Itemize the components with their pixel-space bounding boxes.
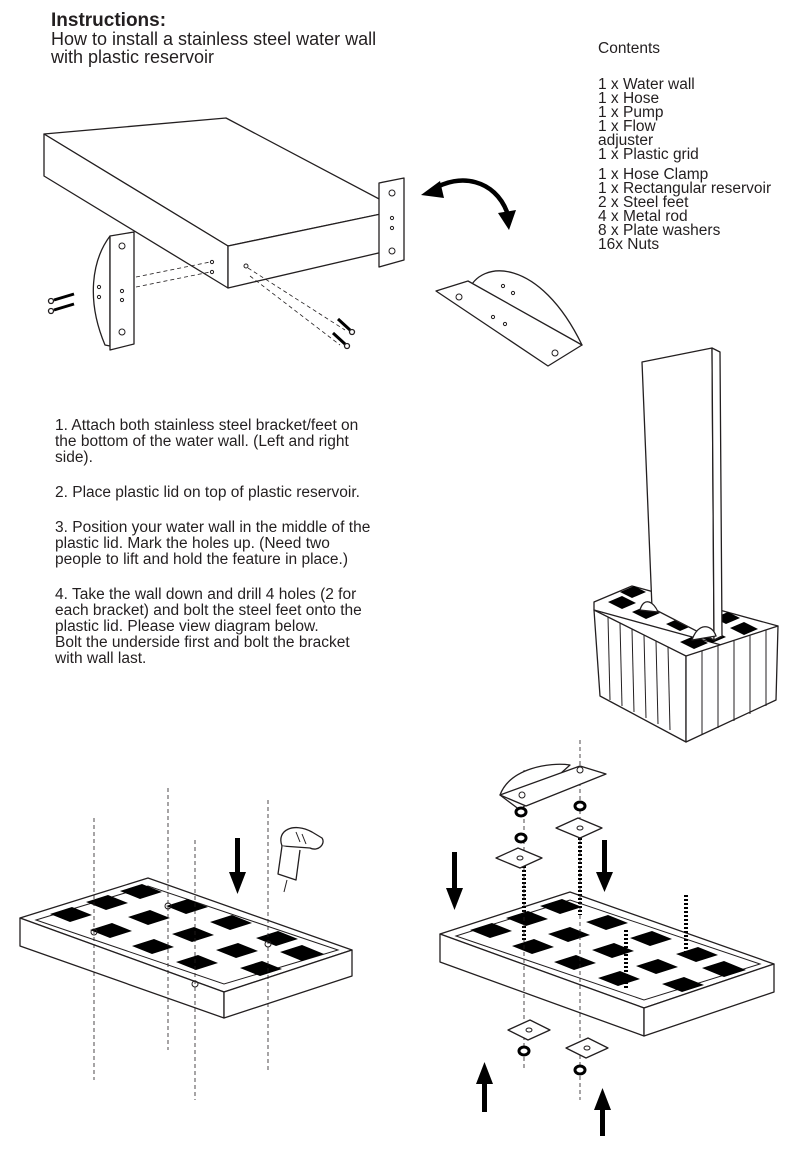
subtitle-line-2: with plastic reservoir: [51, 47, 215, 67]
list-item: 4 x Metal rod: [598, 208, 688, 225]
rotate-arrow-icon: [421, 178, 516, 230]
plastic-grid-lid: [19, 877, 353, 1019]
list-item: 1 x Hose Clamp: [598, 166, 709, 183]
list-item: adjuster: [598, 132, 654, 149]
list-item: 1 x Water wall: [598, 76, 695, 93]
step-3: 3. Position your water wall in the middl…: [55, 520, 415, 568]
page-title: Instructions:: [51, 10, 167, 31]
step-1: 1. Attach both stainless steel bracket/f…: [55, 418, 415, 466]
bolts-right: [331, 317, 356, 350]
step-2: 2. Place plastic lid on top of plastic r…: [55, 485, 415, 501]
bolting-exploded-illustration: [439, 740, 775, 1136]
contents-list-block: Contents 1 x Water wall 1 x Hose 1 x Pum…: [598, 40, 771, 252]
contents-heading: Contents: [598, 40, 661, 57]
step-line: 3. Position your water wall in the middl…: [55, 519, 371, 536]
down-arrow-icon: [596, 840, 613, 892]
down-arrow-icon: [446, 852, 463, 910]
up-arrow-icon: [476, 1062, 493, 1112]
list-item: 8 x Plate washers: [598, 222, 721, 239]
contents-group-1: 1 x Water wall 1 x Hose 1 x Pump 1 x Flo…: [598, 76, 771, 163]
contents-group-2: 1 x Hose Clamp 1 x Rectangular reservoir…: [598, 166, 772, 253]
water-wall-slab: [43, 117, 401, 289]
step-line: plastic lid. Mark the holes up. (Need tw…: [55, 535, 330, 552]
list-item: 1 x Rectangular reservoir: [598, 180, 772, 197]
bracket-flat: [435, 270, 583, 367]
bolts-left: [47, 292, 75, 315]
step-line: the bottom of the water wall. (Left and …: [55, 433, 349, 450]
bracket-left: [92, 231, 135, 351]
step-line: people to lift and hold the feature in p…: [55, 551, 348, 568]
plastic-grid-lid-2: [439, 891, 775, 1037]
title-block: Instructions: How to install a stainless…: [51, 10, 377, 67]
subtitle-line-1: How to install a stainless steel water w…: [51, 29, 377, 49]
list-item: 1 x Hose: [598, 90, 660, 107]
water-wall-panel: [639, 347, 723, 641]
step-line: 1. Attach both stainless steel bracket/f…: [55, 417, 359, 434]
step-line: Bolt the underside first and bolt the br…: [55, 634, 350, 651]
step-4: 4. Take the wall down and drill 4 holes …: [55, 587, 415, 667]
bracket-top: [499, 763, 607, 811]
grid-drilling-illustration: [19, 788, 353, 1100]
step-line: 4. Take the wall down and drill 4 holes …: [55, 586, 357, 603]
step-line: with wall last.: [55, 650, 147, 667]
list-item: 16x Nuts: [598, 236, 660, 253]
list-item: 1 x Plastic grid: [598, 146, 699, 163]
up-arrow-icon: [594, 1088, 611, 1136]
plate-washers-bottom: [507, 1019, 609, 1076]
step-line: 2. Place plastic lid on top of plastic r…: [55, 484, 360, 501]
step-line: plastic lid. Please view diagram below.: [55, 618, 319, 635]
bracket-plate-right: [378, 177, 405, 268]
instruction-steps: 1. Attach both stainless steel bracket/f…: [55, 418, 415, 686]
list-item: 1 x Flow: [598, 118, 656, 135]
step-line: side).: [55, 449, 93, 466]
down-arrow-icon: [229, 838, 246, 894]
water-wall-bracket-illustration: [43, 117, 583, 367]
assembled-water-wall-illustration: [593, 347, 779, 743]
list-item: 1 x Pump: [598, 104, 664, 121]
plate-washers-top: [495, 800, 603, 869]
step-line: each bracket) and bolt the steel feet on…: [55, 602, 362, 619]
power-drill-icon: [277, 827, 324, 893]
list-item: 2 x Steel feet: [598, 194, 689, 211]
